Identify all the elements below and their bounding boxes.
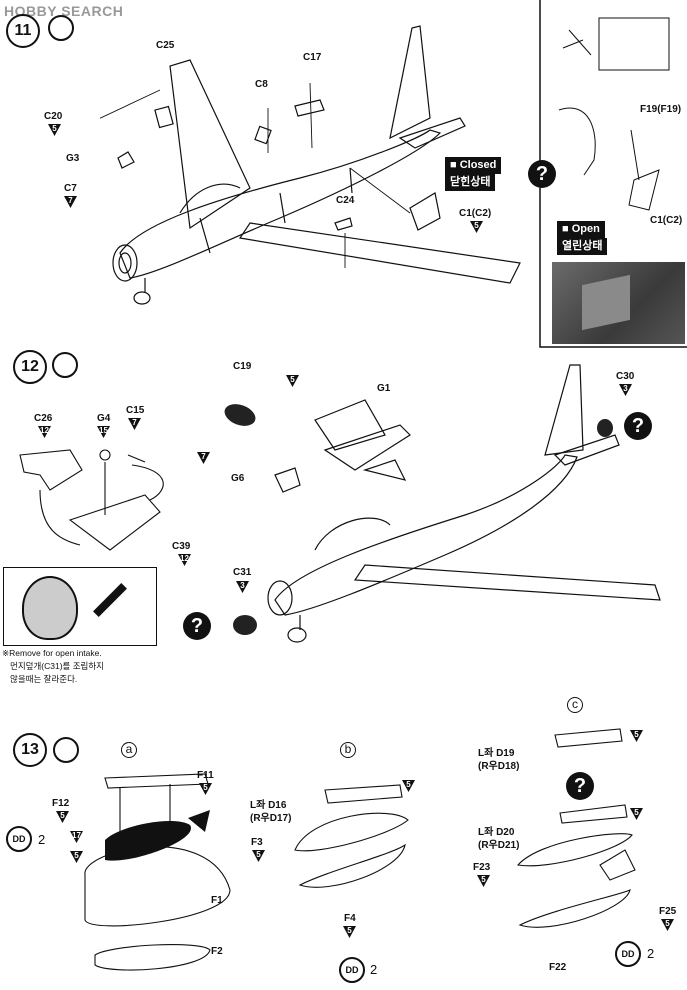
label-d16: L좌 D16 (250, 800, 287, 811)
paint-c30: 3 (619, 384, 632, 396)
glue-icon (48, 15, 74, 41)
label-f11: F11 (197, 770, 214, 781)
open-label: ■ Open (557, 221, 605, 238)
label-g1: G1 (377, 383, 391, 394)
step-13-number: 13 (13, 733, 47, 767)
paint-f12: 5 (56, 811, 69, 823)
glue-icon (52, 352, 78, 378)
paint-c15: 7 (128, 418, 141, 430)
decal-count-a: 2 (38, 832, 46, 847)
label-d18: (R우D18) (478, 761, 520, 772)
label-c15: C15 (126, 405, 145, 416)
paint-d16: 5 (402, 780, 415, 792)
step11-aircraft-drawing (100, 25, 521, 305)
paint-c1c2: 5 (470, 221, 483, 233)
paint-c31: 3 (236, 581, 249, 593)
intake-note-ko2: 않을때는 잘라준다. (10, 674, 78, 684)
closed-label-ko: 닫힌상태 (445, 174, 496, 191)
label-c19: C19 (233, 361, 252, 372)
tank-b-drawing (294, 784, 409, 888)
decal-count-b: 2 (370, 962, 378, 977)
label-d17: (R우D17) (250, 813, 292, 824)
glue-icon (53, 737, 79, 763)
help-icon: ? (566, 772, 594, 800)
paint-f23: 5 (477, 875, 490, 887)
paint-c19b: 7 (197, 452, 210, 464)
step-12-number: 12 (13, 350, 47, 384)
bomb-drawing (84, 773, 231, 971)
label-f4: F4 (344, 913, 356, 924)
label-f23: F23 (473, 862, 491, 873)
help-icon: ? (528, 160, 556, 188)
step12-aircraft-drawing (224, 364, 661, 643)
intake-note-en: ※Remove for open intake. (2, 648, 102, 658)
watermark-text: SEARCH (61, 3, 124, 19)
paint-5: 5 (70, 851, 83, 863)
paint-f11: 5 (199, 783, 212, 795)
label-f25: F25 (659, 906, 677, 917)
label-c26: C26 (34, 413, 53, 424)
decal-icon: DD (6, 826, 32, 852)
paint-f3: 5 (252, 850, 265, 862)
paint-c7: 7 (64, 196, 77, 208)
help-icon: ? (183, 612, 211, 640)
label-f12: F12 (52, 798, 70, 809)
decal-icon: DD (339, 957, 365, 983)
paint-17: 17 (70, 831, 83, 843)
open-label-ko: 열린상태 (557, 238, 608, 255)
open-closed-panel (539, 0, 687, 348)
label-g6: G6 (231, 473, 245, 484)
label-c7: C7 (64, 183, 77, 194)
step-11-number: 11 (6, 14, 40, 48)
decal-icon: DD (615, 941, 641, 967)
paint-c39: 12 (178, 554, 191, 566)
label-f1: F1 (211, 895, 223, 906)
label-c30: C30 (616, 371, 635, 382)
paint-c19a: 5 (286, 375, 299, 387)
label-c8: C8 (255, 79, 268, 90)
label-f2: F2 (211, 946, 223, 957)
label-g4: G4 (97, 413, 111, 424)
label-c39: C39 (172, 541, 191, 552)
label-g3: G3 (66, 153, 80, 164)
label-d19: L좌 D19 (478, 748, 515, 759)
paint-f4: 5 (343, 926, 356, 938)
step12-seat-drawing (19, 449, 164, 551)
label-d21: (R우D21) (478, 840, 520, 851)
label-c20: C20 (44, 111, 63, 122)
paint-d20: 5 (630, 808, 643, 820)
label-c1c2-panel: C1(C2) (650, 215, 683, 226)
closed-label: ■ Closed (445, 157, 502, 174)
label-f19: F19(F19) (640, 104, 682, 115)
label-f22: F22 (549, 962, 567, 973)
tank-c-drawing (516, 728, 636, 928)
paint-f25: 5 (661, 919, 674, 931)
label-c17: C17 (303, 52, 322, 63)
help-icon: ? (624, 412, 652, 440)
label-c25: C25 (156, 40, 175, 51)
sub-c: c (567, 697, 583, 713)
label-f3: F3 (251, 837, 263, 848)
decal-count-c: 2 (647, 946, 655, 961)
paint-g4: 15 (97, 426, 110, 438)
label-c1c2: C1(C2) (459, 208, 492, 219)
paint-c26: 12 (38, 426, 51, 438)
open-intake-photo (552, 262, 685, 344)
paint-d19: 5 (630, 730, 643, 742)
intake-note-ko1: 먼지덮개(C31)를 조립하지 (10, 661, 104, 671)
sub-a: a (121, 742, 137, 758)
label-d20: L좌 D20 (478, 827, 515, 838)
label-c24: C24 (336, 195, 355, 206)
paint-c20: 5 (48, 124, 61, 136)
intake-inset-box (3, 567, 157, 646)
sub-b: b (340, 742, 356, 758)
label-c31: C31 (233, 567, 252, 578)
